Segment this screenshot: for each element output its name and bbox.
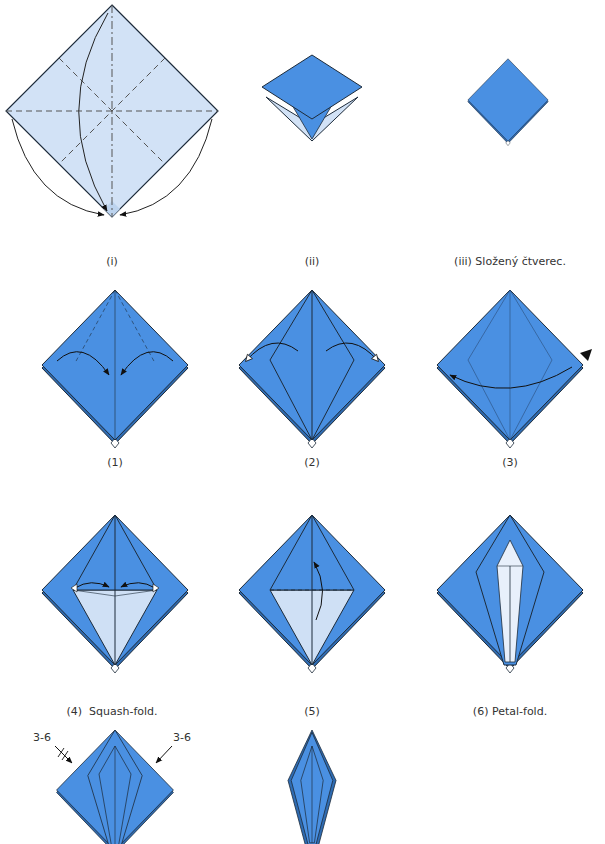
fold-step-7 (57, 730, 174, 844)
fold-step-4 (42, 515, 188, 673)
fold-step-ii (262, 55, 362, 141)
step-reference: 3-6 (33, 731, 51, 745)
fold-step-2 (239, 290, 385, 448)
step-reference: 3-6 (173, 731, 191, 745)
fold-step-iii (468, 59, 548, 146)
step-caption: (1) (107, 456, 123, 470)
fold-step-i (6, 5, 218, 217)
step-caption: (5) (304, 705, 320, 719)
step-caption: (i) (106, 255, 118, 269)
step-caption: (3) (502, 456, 518, 470)
fold-step-5 (239, 515, 385, 673)
fold-step-6 (437, 515, 583, 673)
step-caption: (ii) (305, 255, 320, 269)
step-caption: (2) (304, 456, 320, 470)
step-caption: (6) Petal-fold. (473, 705, 547, 719)
fold-result (288, 730, 336, 844)
fold-step-3 (437, 290, 592, 448)
fold-step-1 (42, 290, 188, 448)
step-caption: (iii) Složený čtverec. (454, 255, 566, 269)
step-caption: (4) Squash-fold. (66, 705, 157, 719)
